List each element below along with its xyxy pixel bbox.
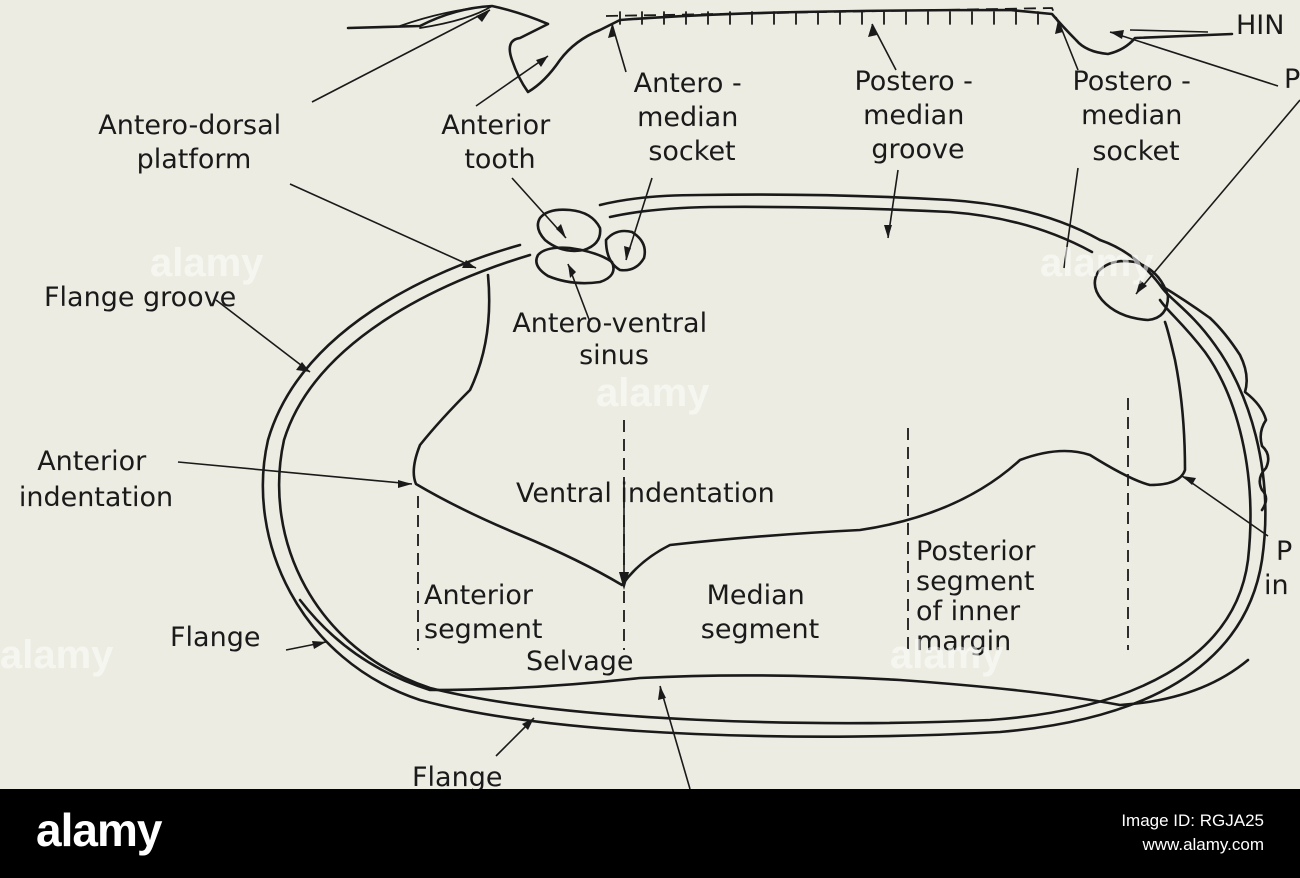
footer-logo: alamy — [36, 804, 162, 856]
footer-site: www.alamy.com — [1142, 835, 1264, 854]
label-median-segment: Median segment — [701, 580, 819, 645]
antero-ventral-sinus-shape — [535, 246, 615, 285]
label-flange-bottom: Flange — [412, 762, 502, 789]
watermark-bottom-right: alamy — [890, 633, 1004, 677]
label-posterior-segment: Posterior segment of inner margin — [916, 536, 1044, 657]
antero-dorsal-platform-outline — [399, 5, 493, 29]
dorsal-margin-inner-line — [608, 205, 1094, 254]
posterior-crenulated-margin — [1208, 316, 1270, 512]
footer-image-info: Image ID: RGJA25 www.alamy.com — [1121, 809, 1264, 857]
label-posterior-indentation: P in — [1264, 536, 1300, 601]
label-selvage: Selvage — [526, 646, 634, 677]
dorsal-margin-line — [598, 193, 1102, 242]
label-postero-median-groove: Postero - median groove — [854, 66, 981, 165]
postero-median-socket-shape — [1093, 259, 1170, 322]
label-flange-left: Flange — [170, 622, 260, 653]
watermark-left: alamy — [150, 241, 264, 285]
label-antero-median-socket: Antero - median socket — [634, 68, 751, 167]
label-antero-dorsal-platform: Antero-dorsal platform — [98, 110, 290, 175]
label-anterior-tooth: Anterior tooth — [441, 110, 559, 175]
label-hinge: HIN — [1236, 10, 1284, 41]
label-flange-groove: Flange groove — [44, 282, 236, 313]
watermark-center: alamy — [596, 371, 710, 415]
label-ventral-indentation: Ventral indentation — [516, 478, 775, 509]
inner-margin-line — [412, 273, 1187, 587]
postero-dorsal-line — [1098, 238, 1212, 320]
label-anterior-indentation: Anterior indentation — [19, 446, 173, 513]
watermark-right: alamy — [1040, 241, 1154, 285]
leader-lines — [177, 9, 1300, 789]
anterior-tooth-shape — [536, 208, 602, 253]
label-postero-median-socket: Postero - median socket — [1072, 66, 1199, 167]
ostracod-valve-diagram: HIN P Antero-dorsal platform Anterior to… — [0, 4, 1300, 789]
label-antero-ventral-sinus: Antero-ventral sinus — [512, 308, 715, 371]
label-p-top: P — [1284, 64, 1300, 95]
hinge-teeth — [619, 11, 1039, 25]
watermark-bottom-left: alamy — [0, 633, 114, 677]
selvage-line — [298, 598, 1250, 707]
antero-median-socket-shape — [604, 229, 647, 272]
hinge-crenulation — [605, 7, 1059, 23]
valve-flange-outline — [277, 253, 1252, 725]
valve-outer-outline — [261, 243, 1267, 738]
stock-footer-bar: alamy Image ID: RGJA25 www.alamy.com — [0, 789, 1300, 878]
label-anterior-segment: Anterior segment — [424, 580, 542, 645]
footer-image-id: Image ID: RGJA25 — [1121, 811, 1264, 830]
